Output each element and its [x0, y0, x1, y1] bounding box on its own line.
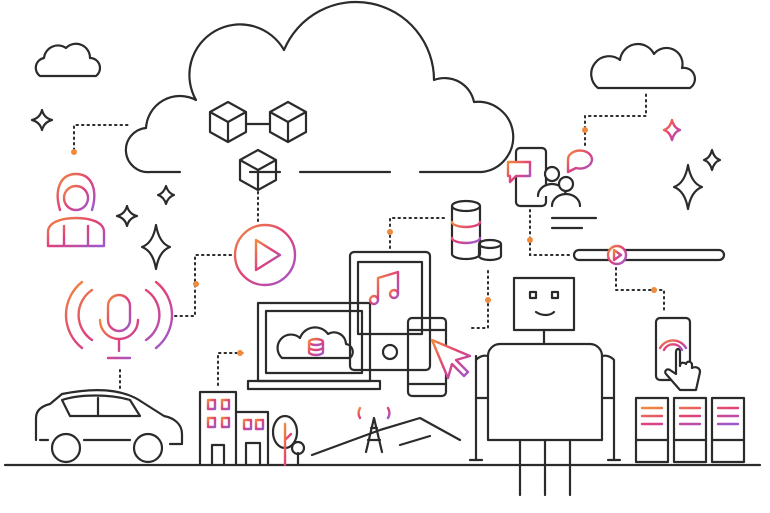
touch-phone-icon[interactable]	[654, 316, 702, 392]
smartphone-cursor-icon[interactable]	[406, 316, 472, 398]
chat-phone-icon	[506, 146, 598, 230]
cloud-icon	[34, 42, 102, 78]
media-progress-bar-icon[interactable]	[572, 244, 726, 266]
play-button-icon[interactable]	[233, 223, 297, 287]
radio-tower-icon	[357, 406, 391, 454]
cube-network-icon	[208, 100, 308, 192]
hills	[310, 416, 462, 457]
robot-icon	[468, 276, 622, 497]
microphone-icon	[64, 280, 174, 360]
server-rack-icon	[634, 396, 746, 464]
building-icon	[198, 390, 270, 467]
cloud-icon	[124, 0, 515, 174]
tablet-music-icon	[348, 250, 432, 372]
car-icon	[34, 389, 184, 464]
woman-avatar-icon	[46, 172, 106, 248]
database-cylinder-icon	[450, 199, 503, 262]
laptop-cloud-database-icon	[246, 301, 382, 391]
tree-icon	[271, 414, 306, 467]
cloud-icon	[590, 42, 697, 90]
sparkle-star-icon	[30, 108, 722, 271]
sparkle-star-icon	[662, 118, 682, 142]
